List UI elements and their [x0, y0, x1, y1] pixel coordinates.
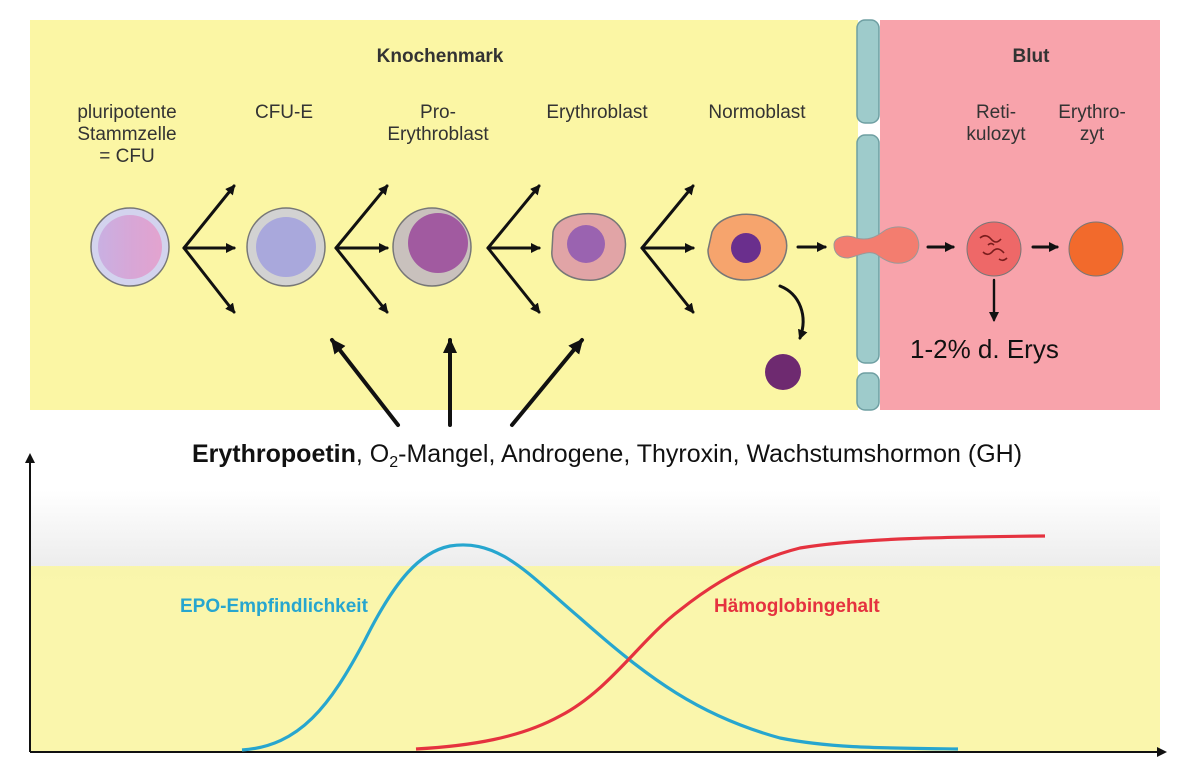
- label-normoblast: Normoblast: [708, 102, 806, 123]
- label-erythroblast: Erythroblast: [546, 102, 648, 123]
- bone-marrow-title: Knochenmark: [377, 46, 504, 67]
- label-normoblast-line: Normoblast: [708, 102, 806, 123]
- cell-pluripotent-stem-cell: [90, 207, 170, 287]
- label-cfu-e: CFU-E: [255, 102, 313, 123]
- factor-o2-subscript: 2: [389, 454, 399, 471]
- sensitivity-chart: EPO-Empfindlichkeit Hämoglobingehalt: [25, 453, 1167, 757]
- chart-yellow-band: [30, 566, 1160, 752]
- label-cfu-e-line: CFU-E: [255, 102, 313, 123]
- reticulocyte-note: 1-2% d. Erys: [910, 334, 1059, 364]
- fork-arrows: [182, 184, 1059, 340]
- cell-extruded-nucleus: [765, 354, 801, 390]
- cell-cfu-e: [246, 207, 326, 287]
- cell-proerythroblast: [392, 207, 472, 287]
- label-proerythroblast: Pro-Erythroblast: [387, 102, 489, 145]
- vessel-wall: [856, 19, 880, 411]
- factor-rest: -Mangel, Androgene, Thyroxin, Wachstumsh…: [398, 440, 1023, 468]
- label-erythrocyte-line: Erythro-: [1058, 102, 1126, 123]
- label-pluripotent-stem-cell-line: pluripotente: [77, 102, 176, 123]
- factor-arrows: [330, 338, 584, 427]
- blood-region: [880, 20, 1160, 410]
- blood-title: Blut: [1013, 46, 1051, 67]
- cell-passing-wall: [833, 226, 920, 264]
- factor-erythropoetin: Erythropoetin: [192, 440, 356, 468]
- label-reticulocyte: Reti-kulozyt: [966, 102, 1026, 145]
- cell-erythroblast: [551, 212, 627, 281]
- label-reticulocyte-line: kulozyt: [966, 124, 1026, 145]
- label-pluripotent-stem-cell-line: Stammzelle: [77, 124, 176, 145]
- label-erythrocyte: Erythro-zyt: [1058, 102, 1126, 145]
- label-erythroblast-line: Erythroblast: [546, 102, 648, 123]
- factor-o2-prefix: , O: [355, 440, 390, 468]
- influencing-factors: Erythropoetin, O2-Mangel, Androgene, Thy…: [192, 440, 1192, 472]
- epo-sensitivity-curve: [241, 543, 959, 752]
- cell-reticulocyte: [966, 221, 1022, 277]
- cell-erythrocyte: [1068, 221, 1124, 277]
- label-erythrocyte-line: zyt: [1080, 124, 1105, 145]
- hemoglobin-curve: [415, 534, 1046, 751]
- label-proerythroblast-line: Pro-: [420, 102, 456, 123]
- label-reticulocyte-line: Reti-: [976, 102, 1016, 123]
- hemoglobin-curve-label: Hämoglobingehalt: [714, 596, 880, 617]
- epo-curve-label: EPO-Empfindlichkeit: [180, 596, 369, 617]
- label-proerythroblast-line: Erythroblast: [387, 124, 489, 145]
- label-pluripotent-stem-cell-line: = CFU: [99, 146, 154, 167]
- cell-normoblast: [707, 213, 788, 281]
